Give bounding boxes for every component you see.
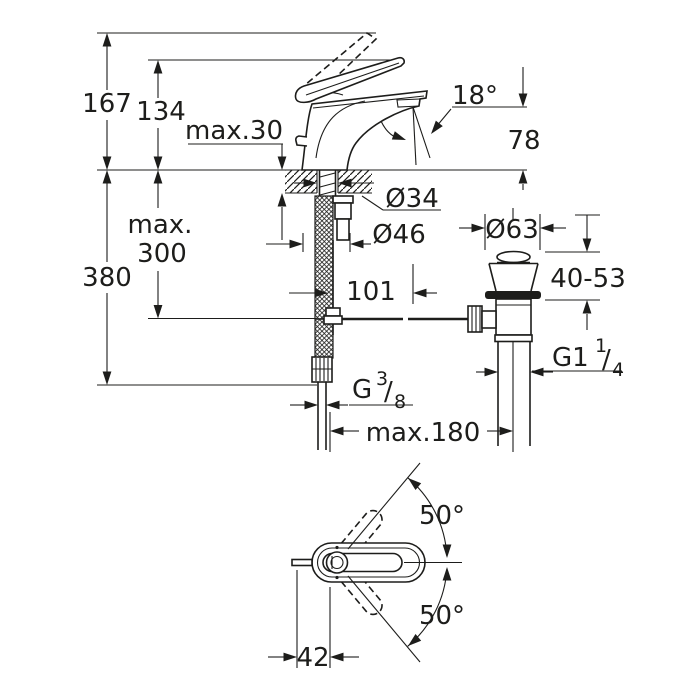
faucet-body [295, 90, 428, 171]
mounting-shank [318, 170, 354, 241]
counter-deck-section [285, 170, 372, 194]
dim-78-label: 78 [507, 126, 540, 156]
dim-380-label: 380 [82, 263, 132, 293]
dim-max180: max.180 [329, 412, 513, 452]
dim-max180-label: max.180 [366, 418, 481, 448]
dim-50deg-upper: 50° [419, 501, 465, 531]
supply-thread-base: G [352, 375, 372, 405]
dim-o34-label: Ø34 [385, 184, 439, 214]
dim-78: 78 [507, 67, 541, 190]
dim-max300: max. 300 [128, 170, 193, 319]
dim-o46-label: Ø46 [372, 220, 426, 250]
dim-167: 167 [82, 33, 132, 170]
dim-waste-thread: G1 1 / 4 [476, 335, 624, 381]
waste-thread-numerator: 1 [595, 335, 607, 357]
dim-380: 380 [82, 170, 132, 385]
dim-max300-word: max. [128, 210, 193, 240]
dim-50deg-lower: 50° [419, 601, 465, 631]
dim-4053-label: 40-53 [550, 264, 626, 294]
dim-42-label: 42 [296, 643, 329, 673]
waste-thread-slash: / [602, 345, 611, 375]
plan-view: 50° 50° 42 [268, 462, 465, 673]
supply-thread-numerator: 3 [376, 368, 388, 390]
dim-134-label: 134 [136, 97, 186, 127]
dim-max30-label: max.30 [185, 116, 283, 146]
supply-thread-denominator: 8 [394, 391, 406, 413]
dim-18deg-label: 18° [452, 81, 498, 111]
dim-167-label: 167 [82, 89, 132, 119]
dim-waste-flange: Ø63 [459, 214, 566, 250]
dim-42: 42 [268, 570, 359, 673]
cartridge-circle [325, 551, 349, 574]
dim-waste-height-range: 40-53 [545, 214, 626, 330]
dim-134: 134 [136, 60, 186, 170]
dim-101-label: 101 [346, 277, 396, 307]
waste-thread-base: G1 [552, 343, 589, 373]
rear-pullrod-knob [295, 135, 308, 147]
dim-101: 101 [289, 264, 437, 307]
dim-max300-value: 300 [137, 239, 187, 269]
dim-hole-diameter: Ø34 [294, 178, 441, 214]
waste-thread-denominator: 4 [612, 359, 624, 381]
dim-o63-label: Ø63 [485, 215, 539, 245]
dim-max30: max.30 [185, 116, 287, 240]
lever-handle [294, 32, 405, 104]
dim-supply-thread: G 3 / 8 [290, 368, 413, 413]
supply-thread-slash: / [384, 377, 393, 407]
dim-base-diameter: Ø46 [266, 220, 426, 252]
pullrod-stub [291, 558, 313, 567]
pop-up-pull-rod [316, 240, 469, 335]
dim-spout-angle: 18° [380, 81, 527, 166]
pop-up-waste-assembly [467, 208, 541, 452]
